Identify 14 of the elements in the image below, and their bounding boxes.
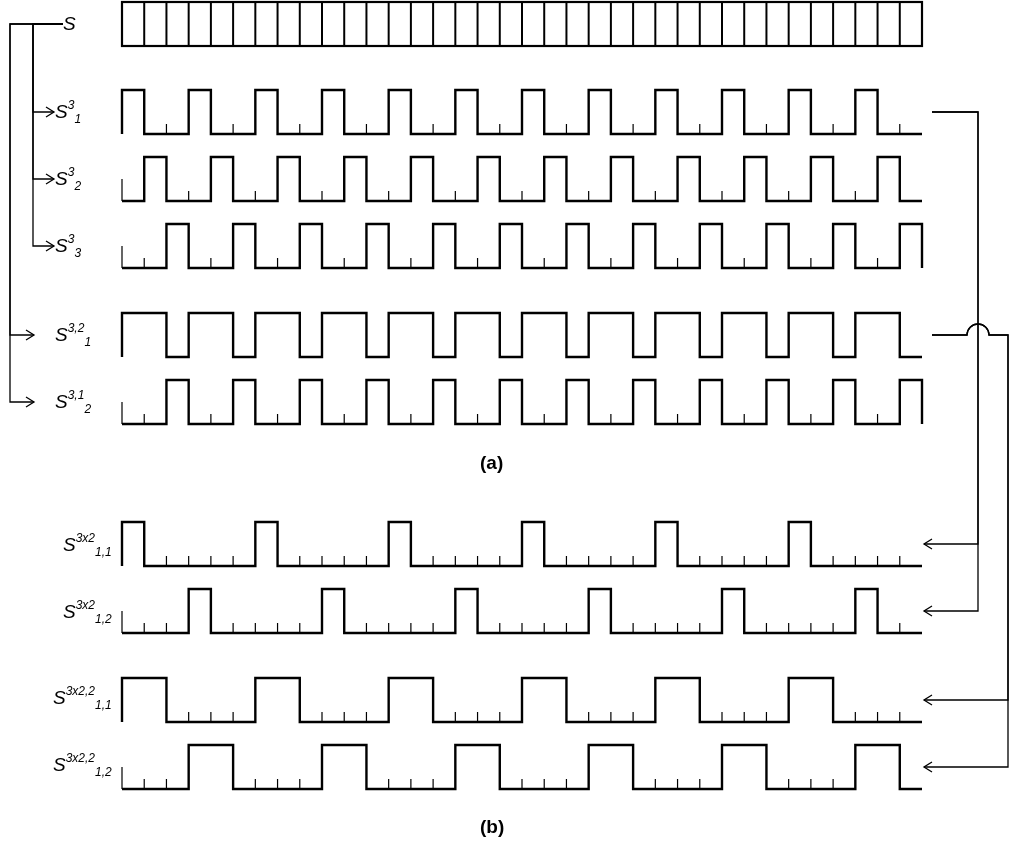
panel-caption: (a) — [480, 452, 504, 474]
waveform-drawing — [120, 0, 924, 48]
waveform-drawing — [120, 676, 924, 724]
waveform-drawing — [121, 155, 924, 203]
waveform-drawing — [121, 587, 924, 635]
waveform-drawing — [120, 311, 924, 359]
waveform-drawing — [121, 222, 924, 270]
signal-label: S — [63, 13, 76, 35]
waveform-drawing — [121, 743, 924, 791]
waveform-drawing — [120, 520, 924, 568]
panel-caption: (b) — [480, 816, 505, 838]
waveform-drawing — [120, 88, 924, 136]
waveform-drawing — [121, 378, 924, 426]
arrow — [9, 23, 64, 408]
